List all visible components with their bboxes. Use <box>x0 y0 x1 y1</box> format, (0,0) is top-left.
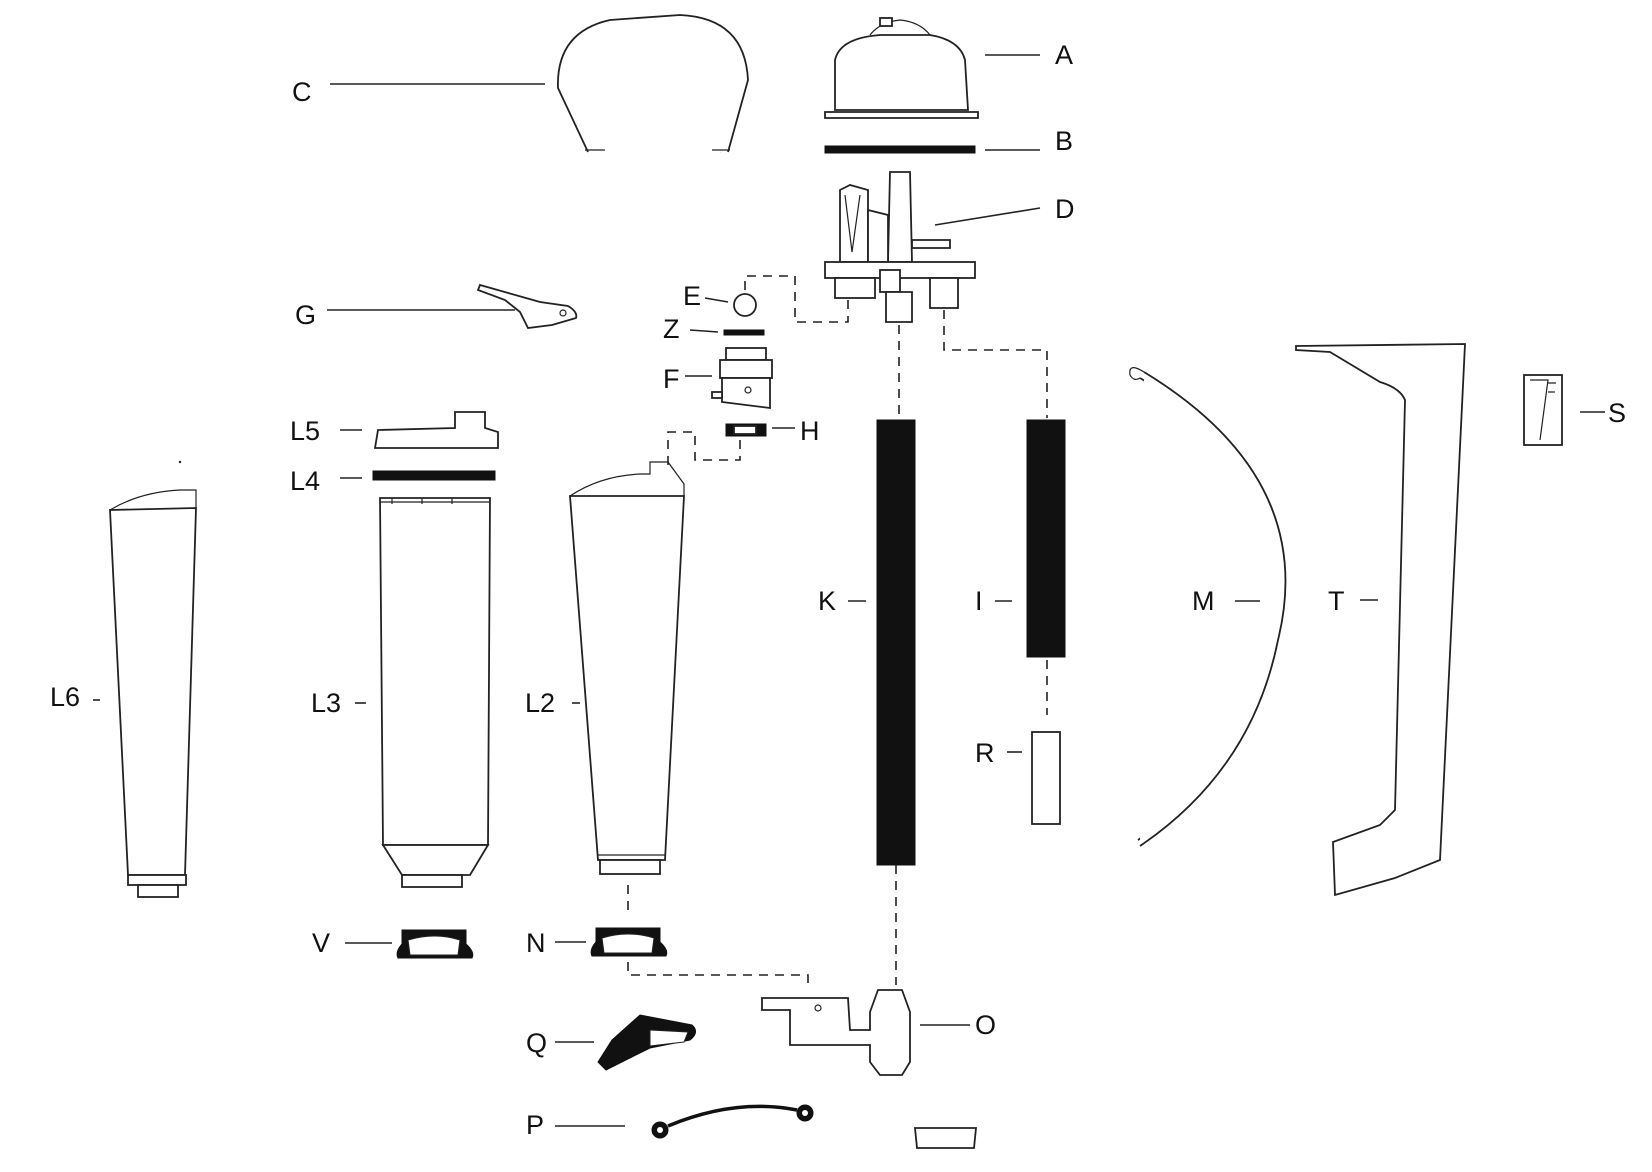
label-p: P <box>526 1110 545 1140</box>
label-g: G <box>295 300 317 330</box>
leader-z <box>689 329 719 333</box>
part-l2-filter <box>569 461 685 875</box>
label-l5: L5 <box>290 416 321 446</box>
leader-d <box>934 207 1041 226</box>
part-f-check-valve <box>711 347 773 410</box>
leader-e <box>704 297 729 303</box>
label-e: E <box>683 281 702 311</box>
part-p-strap <box>651 1104 814 1139</box>
label-s: S <box>1608 398 1627 428</box>
part-l5-top-cap <box>373 411 499 449</box>
part-m-wire-arc <box>1129 367 1287 847</box>
dash-e <box>744 275 849 323</box>
label-l4: L4 <box>290 466 321 496</box>
part-o-faucet <box>761 989 911 1076</box>
label-l3: L3 <box>311 688 342 718</box>
label-h: H <box>800 416 820 446</box>
label-n: N <box>526 928 546 958</box>
part-c-wire-handle <box>557 14 749 153</box>
part-g-lever <box>476 283 578 329</box>
label-c: C <box>292 77 312 107</box>
label-z: Z <box>663 314 680 344</box>
part-l6-filter <box>109 460 197 898</box>
part-r-sleeve <box>1031 731 1061 825</box>
part-l4-gasket <box>372 470 496 481</box>
label-l6: L6 <box>50 682 81 712</box>
part-l3-filter <box>379 497 491 888</box>
label-b: B <box>1055 126 1074 156</box>
label-q: Q <box>526 1028 548 1058</box>
part-t-side-panel <box>1295 343 1466 897</box>
part-v-base-cup <box>396 929 474 959</box>
part-n-base-cup <box>590 927 668 957</box>
part-k-tube <box>876 419 916 866</box>
part-small-cap <box>914 1127 977 1149</box>
part-i-tube <box>1026 419 1066 658</box>
label-k: K <box>818 586 837 616</box>
part-d-valve-body <box>824 171 976 323</box>
part-q-spigot <box>597 1014 696 1071</box>
part-b-gasket <box>824 145 976 154</box>
part-z-oring <box>723 329 765 336</box>
label-d: D <box>1055 194 1075 224</box>
label-m: M <box>1192 586 1215 616</box>
label-f: F <box>663 364 680 394</box>
part-e-ball <box>733 293 757 317</box>
label-r: R <box>975 738 995 768</box>
label-v: V <box>312 928 331 958</box>
dash-h <box>667 431 741 470</box>
label-l2: L2 <box>525 688 556 718</box>
label-t: T <box>1328 586 1345 616</box>
part-h-seal <box>725 423 767 437</box>
dash-i-top <box>943 310 1048 418</box>
label-a: A <box>1055 40 1074 70</box>
dash-n <box>627 962 809 990</box>
label-i: I <box>975 586 983 616</box>
label-o: O <box>975 1010 997 1040</box>
part-s-clip <box>1523 374 1563 446</box>
part-a-lid <box>824 17 979 119</box>
